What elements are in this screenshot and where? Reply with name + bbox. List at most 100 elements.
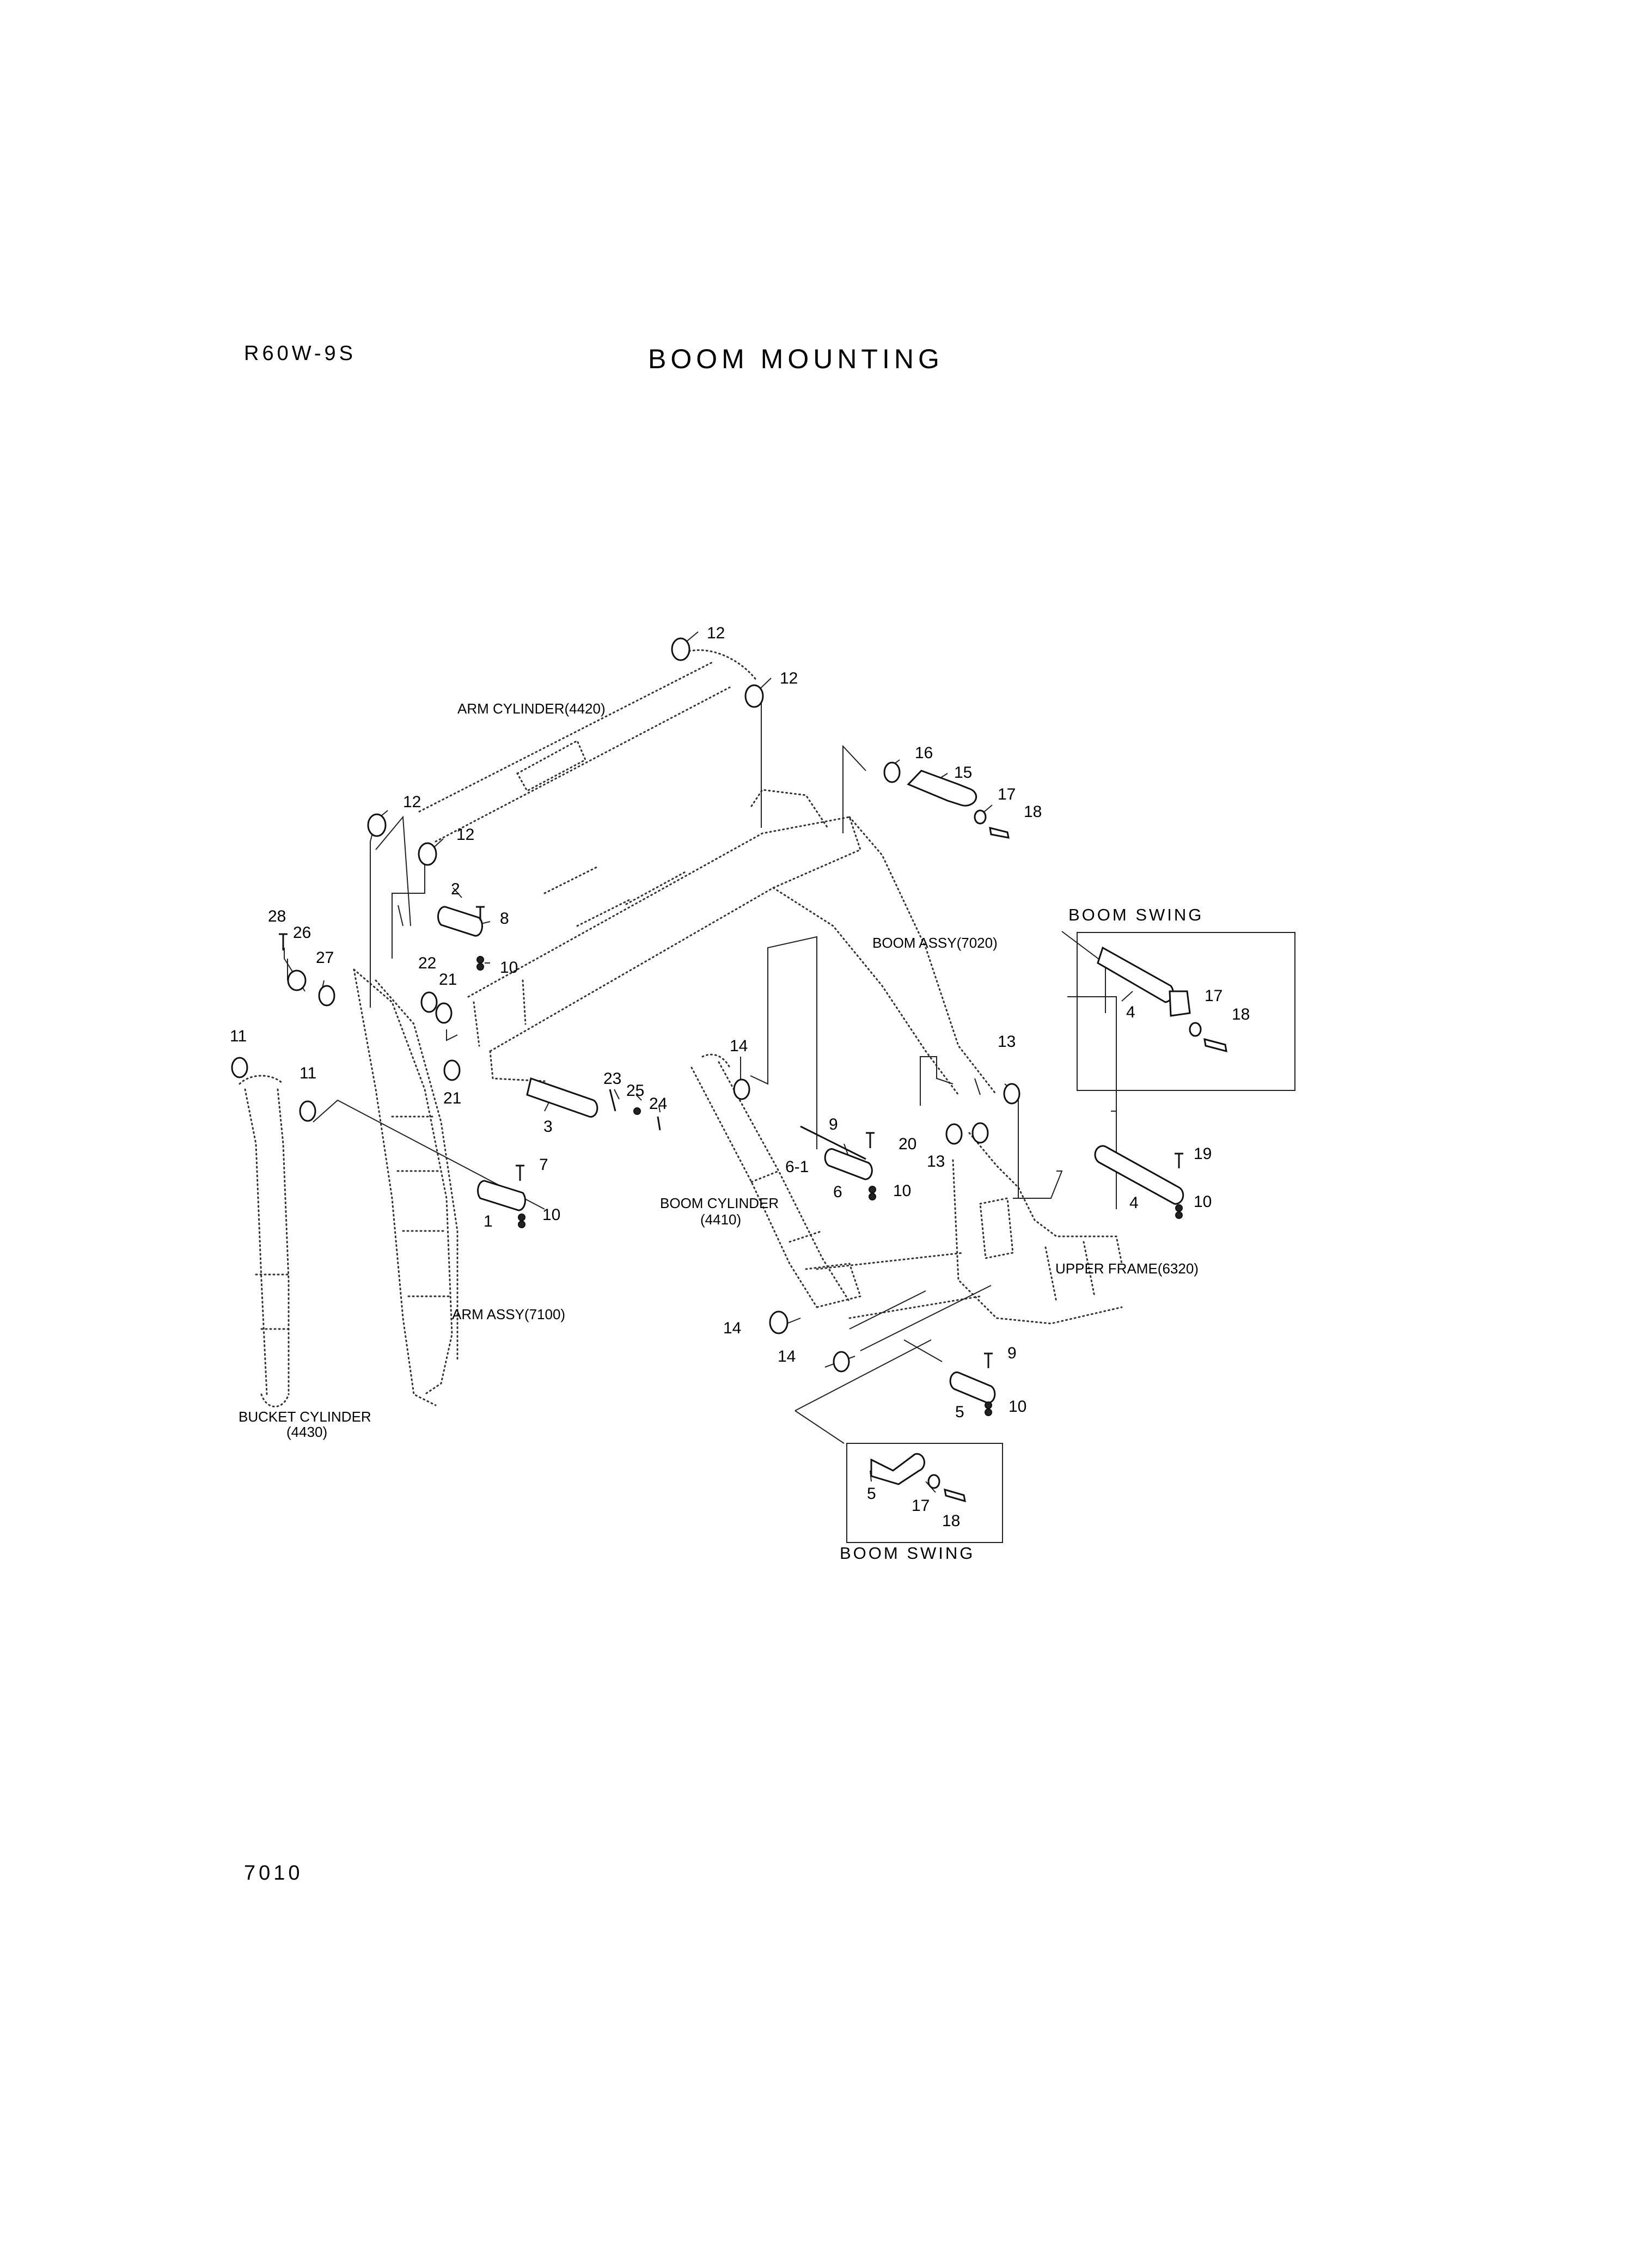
callout-11-a: 11: [230, 1027, 247, 1045]
callout-6: 6: [833, 1183, 842, 1201]
label-boom-cylinder-line1: BOOM CYLINDER: [660, 1195, 779, 1211]
callout-10-b: 10: [893, 1182, 911, 1200]
callout-18-a: 18: [1024, 803, 1042, 821]
nut-10-d-icon: [518, 1214, 525, 1228]
washer-20-icon: [945, 1123, 963, 1145]
pin-6-icon: [824, 1148, 873, 1180]
callout-16: 16: [915, 744, 933, 762]
pin-4-b-icon: [1094, 1145, 1184, 1205]
washer-22-icon: [420, 991, 438, 1013]
callout-28: 28: [268, 907, 286, 925]
washer-21-a-icon: [435, 1002, 453, 1024]
ring-25-icon: [633, 1107, 641, 1115]
callout-9-b: 9: [1007, 1344, 1017, 1362]
callout-5-b: 5: [867, 1485, 876, 1503]
label-bucket-cylinder-line1: BUCKET CYLINDER: [239, 1409, 371, 1425]
callout-13-b: 13: [927, 1153, 945, 1170]
bolt-19-icon: [1175, 1153, 1183, 1168]
callout-23: 23: [603, 1070, 621, 1088]
callout-10-e: 10: [1009, 1398, 1026, 1416]
callout-13-a: 13: [998, 1033, 1016, 1051]
bolt-9-b-icon: [984, 1352, 993, 1368]
callout-9-a: 9: [829, 1115, 838, 1133]
washer-12-b-icon: [744, 684, 764, 708]
bolt-18-a-icon: [989, 826, 1010, 839]
callout-14-a: 14: [730, 1037, 748, 1055]
washer-13-b-icon: [971, 1122, 989, 1144]
callout-24: 24: [649, 1095, 667, 1113]
arm-assy-ghost: [353, 968, 459, 1406]
boom-cylinder-ghost: [690, 1053, 861, 1308]
callout-12-a: 12: [707, 624, 725, 642]
label-boom-cylinder-line2: (4410): [700, 1211, 741, 1228]
nut-10-b-icon: [869, 1186, 876, 1200]
callout-17-b: 17: [1205, 987, 1223, 1005]
callout-21-b: 21: [443, 1089, 461, 1107]
pin-5-a-icon: [949, 1371, 996, 1404]
washer-17-c-icon: [927, 1474, 940, 1489]
callout-26: 26: [293, 924, 311, 942]
bucket-cylinder-ghost: [239, 1075, 290, 1407]
bolt-28-icon: [279, 933, 288, 950]
callout-3: 3: [543, 1118, 553, 1136]
callout-numbers: 12 12 12 12 16 15 17 18 2 8 10 28 26 27 …: [230, 624, 1250, 1530]
bolt-9-a-icon: [866, 1132, 875, 1148]
label-boom-swing-top: BOOM SWING: [1068, 905, 1203, 924]
callout-7: 7: [539, 1156, 548, 1174]
washer-13-a-icon: [1003, 1083, 1020, 1105]
washer-27-icon: [318, 985, 335, 1007]
grease-fitting-6-1-icon: [800, 1125, 866, 1160]
page-title: BOOM MOUNTING: [648, 344, 944, 374]
callout-17-a: 17: [998, 785, 1016, 803]
washer-11-a-icon: [231, 1057, 248, 1078]
washer-12-d-icon: [418, 842, 437, 866]
washer-21-b-icon: [443, 1059, 461, 1081]
label-arm-assy: ARM ASSY(7100): [452, 1306, 565, 1322]
label-upper-frame: UPPER FRAME(6320): [1055, 1260, 1199, 1277]
model-code: R60W-9S: [244, 342, 357, 365]
callout-8: 8: [500, 910, 509, 928]
washer-17-a-icon: [974, 809, 987, 825]
label-arm-cylinder: ARM CYLINDER(4420): [457, 700, 606, 717]
callout-18-b: 18: [1232, 1005, 1250, 1023]
callout-10-d: 10: [542, 1206, 560, 1224]
washer-14-b-icon: [769, 1310, 789, 1334]
callout-20: 20: [899, 1135, 916, 1153]
label-bucket-cylinder-line2: (4430): [286, 1424, 327, 1440]
callout-15: 15: [954, 764, 972, 782]
callout-14-c: 14: [778, 1348, 796, 1365]
callout-5-a: 5: [955, 1403, 964, 1421]
arm-cylinder-ghost: [418, 649, 758, 843]
callout-10-c: 10: [1194, 1193, 1212, 1211]
callout-21-a: 21: [439, 971, 457, 989]
callout-12-b: 12: [780, 669, 798, 687]
washer-14-c-icon: [833, 1351, 850, 1373]
nut-10-e-icon: [985, 1401, 992, 1416]
page-number: 7010: [244, 1862, 303, 1885]
washer-17-b-icon: [1189, 1022, 1202, 1037]
boom-swing-detail-box-bottom: [846, 1443, 1003, 1543]
callout-17-c: 17: [912, 1497, 930, 1515]
pin-5-b-icon: [870, 1453, 925, 1485]
pin-1-icon: [477, 1180, 526, 1211]
bolt-7-icon: [516, 1165, 524, 1181]
bolt-8-icon: [476, 906, 485, 920]
washer-14-a-icon: [733, 1078, 750, 1100]
callout-12-d: 12: [456, 826, 474, 844]
callout-19: 19: [1194, 1145, 1212, 1163]
pin-23-icon: [609, 1089, 616, 1112]
label-boom-swing-bottom: BOOM SWING: [840, 1544, 975, 1563]
washer-12-c-icon: [367, 813, 387, 837]
callout-1: 1: [484, 1212, 493, 1230]
callout-2: 2: [451, 880, 460, 898]
callout-22: 22: [418, 954, 436, 972]
callout-12-c: 12: [403, 793, 421, 811]
plate-4-a-icon: [1169, 990, 1191, 1017]
parts: [231, 637, 1227, 1503]
callout-14-b: 14: [723, 1319, 741, 1337]
pin-4-a-icon: [1097, 946, 1174, 1003]
pin-3-icon: [526, 1077, 598, 1118]
callout-18-c: 18: [942, 1512, 960, 1530]
